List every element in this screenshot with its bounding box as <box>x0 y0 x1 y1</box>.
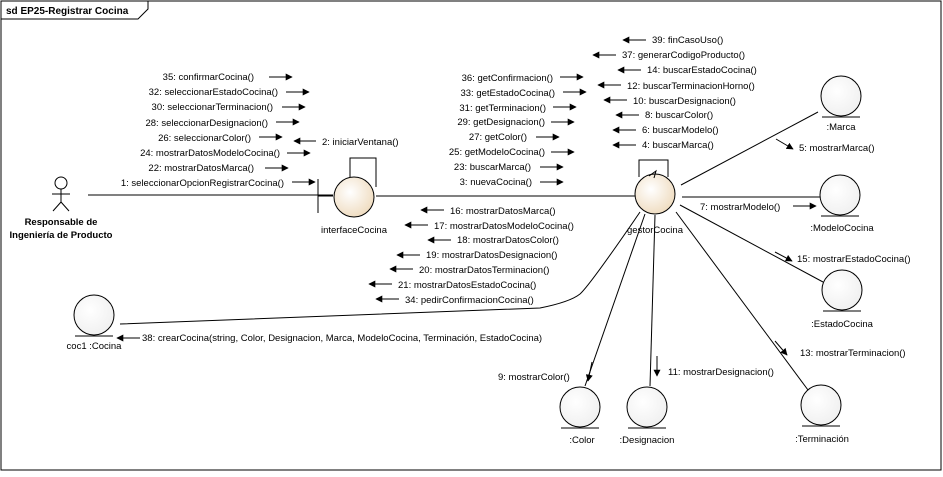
msg-25: 25: getModeloCocina() <box>449 147 545 158</box>
msg-20: 20: mostrarDatosTerminacion() <box>419 265 549 276</box>
link-gestor-color <box>584 213 646 387</box>
msg-13: 13: mostrarTerminacion() <box>800 348 906 359</box>
boundary-circle <box>333 176 375 218</box>
msg-37: 37: generarCodigoProducto() <box>622 50 745 61</box>
msg-21: 21: mostrarDatosEstadoCocina() <box>398 280 536 291</box>
msg-12: 12: buscarTerminacionHorno() <box>627 81 755 92</box>
msg-24: 24: mostrarDatosModeloCocina() <box>140 148 280 159</box>
msg-19: 19: mostrarDatosDesignacion() <box>426 250 557 261</box>
arrow-15 <box>774 251 793 262</box>
entity-estado-cocina[interactable] <box>821 269 863 312</box>
entity-circle <box>559 386 601 428</box>
entity-circle <box>819 174 861 216</box>
boundary-interface-cocina[interactable] <box>317 176 375 218</box>
msg-33: 33: getEstadoCocina() <box>460 88 555 99</box>
control-arrowhead <box>648 169 657 179</box>
msg-29: 29: getDesignacion() <box>457 117 545 128</box>
msg-7: 7: mostrarModelo() <box>700 202 780 213</box>
msg-26: 26: seleccionarColor() <box>158 133 251 144</box>
terminacion-label: :Terminación <box>795 434 849 445</box>
msg-2: 2: iniciarVentana() <box>322 137 399 148</box>
entity-circle <box>820 75 862 117</box>
msg-11: 11: mostrarDesignacion() <box>668 367 774 378</box>
interface-label: interfaceCocina <box>321 225 388 236</box>
control-gestor-cocina[interactable] <box>634 169 676 215</box>
entity-modelo-cocina[interactable] <box>819 174 861 217</box>
msg-8: 8: buscarColor() <box>645 110 713 121</box>
msg-31: 31: getTerminacion() <box>459 103 546 114</box>
designacion-label: :Designacion <box>620 435 675 446</box>
color-label: :Color <box>569 435 594 446</box>
msg-16: 16: mostrarDatosMarca() <box>450 206 556 217</box>
msg-3: 3: nuevaCocina() <box>460 177 532 188</box>
entity-designacion[interactable] <box>626 386 668 429</box>
message-arrows <box>116 36 817 382</box>
actor-right-leg <box>60 201 70 212</box>
entity-marca[interactable] <box>820 75 862 118</box>
link-gestor-marca <box>680 111 819 186</box>
msg-9: 9: mostrarColor() <box>498 372 570 383</box>
msg-5: 5: mostrarMarca() <box>799 143 874 154</box>
coc1-label: coc1 :Cocina <box>67 341 123 352</box>
entity-terminacion[interactable] <box>800 384 842 427</box>
link-gestor-coc1 <box>119 211 641 325</box>
msg-23: 23: buscarMarca() <box>454 162 531 173</box>
control-circle <box>634 173 676 215</box>
msg-28: 28: seleccionarDesignacion() <box>145 118 268 129</box>
msg-1: 1: seleccionarOpcionRegistrarCocina() <box>121 178 284 189</box>
msg-22: 22: mostrarDatosMarca() <box>148 163 254 174</box>
entity-circle <box>73 294 115 336</box>
msg-15: 15: mostrarEstadoCocina() <box>797 254 911 265</box>
frame-title: sd EP25-Registrar Cocina <box>6 6 129 17</box>
estado-label: :EstadoCocina <box>811 319 874 330</box>
arrow-5 <box>775 138 794 150</box>
msg-17: 17: mostrarDatosModeloCocina() <box>434 221 574 232</box>
frame-tab <box>1 1 149 20</box>
arrow-13 <box>774 340 788 356</box>
msg-30: 30: seleccionarTerminacion() <box>152 102 273 113</box>
entity-color[interactable] <box>559 386 601 429</box>
entity-circle <box>821 269 863 311</box>
msg-18: 18: mostrarDatosColor() <box>457 235 559 246</box>
message-labels: 35: confirmarCocina() 32: seleccionarEst… <box>121 35 911 383</box>
msg-34: 34: pedirConfirmacionCocina() <box>405 295 534 306</box>
actor[interactable] <box>52 176 70 212</box>
actor-label-line1: Responsable de <box>25 217 98 228</box>
msg-32: 32: seleccionarEstadoCocina() <box>149 87 278 98</box>
entity-circle <box>800 384 842 426</box>
actor-label-line2: Ingeniería de Producto <box>10 230 113 241</box>
links <box>88 111 824 391</box>
link-interface-self <box>349 157 377 187</box>
msg-35: 35: confirmarCocina() <box>163 72 254 83</box>
entity-circle <box>626 386 668 428</box>
entity-coc1-cocina[interactable] <box>73 294 115 337</box>
actor-left-leg <box>52 201 62 212</box>
msg-6: 6: buscarModelo() <box>642 125 719 136</box>
msg-10: 10: buscarDesignacion() <box>633 96 736 107</box>
msg-4: 4: buscarMarca() <box>642 140 714 151</box>
arrow-9 <box>585 361 593 382</box>
msg-38: 38: crearCocina(string, Color, Designaci… <box>142 333 542 344</box>
msg-27: 27: getColor() <box>469 132 527 143</box>
msg-36: 36: getConfirmacion() <box>462 73 553 84</box>
modelo-label: :ModeloCocina <box>810 223 874 234</box>
marca-label: :Marca <box>826 122 856 133</box>
link-gestor-designacion <box>649 214 656 387</box>
gestor-label: gestorCocina <box>627 225 684 236</box>
link-gestor-self <box>638 159 669 177</box>
msg-39: 39: finCasoUso() <box>652 35 723 46</box>
link-gestor-terminacion <box>675 211 809 391</box>
link-gestor-estado <box>679 204 824 283</box>
msg-14: 14: buscarEstadoCocina() <box>647 65 757 76</box>
actor-head <box>54 176 68 190</box>
